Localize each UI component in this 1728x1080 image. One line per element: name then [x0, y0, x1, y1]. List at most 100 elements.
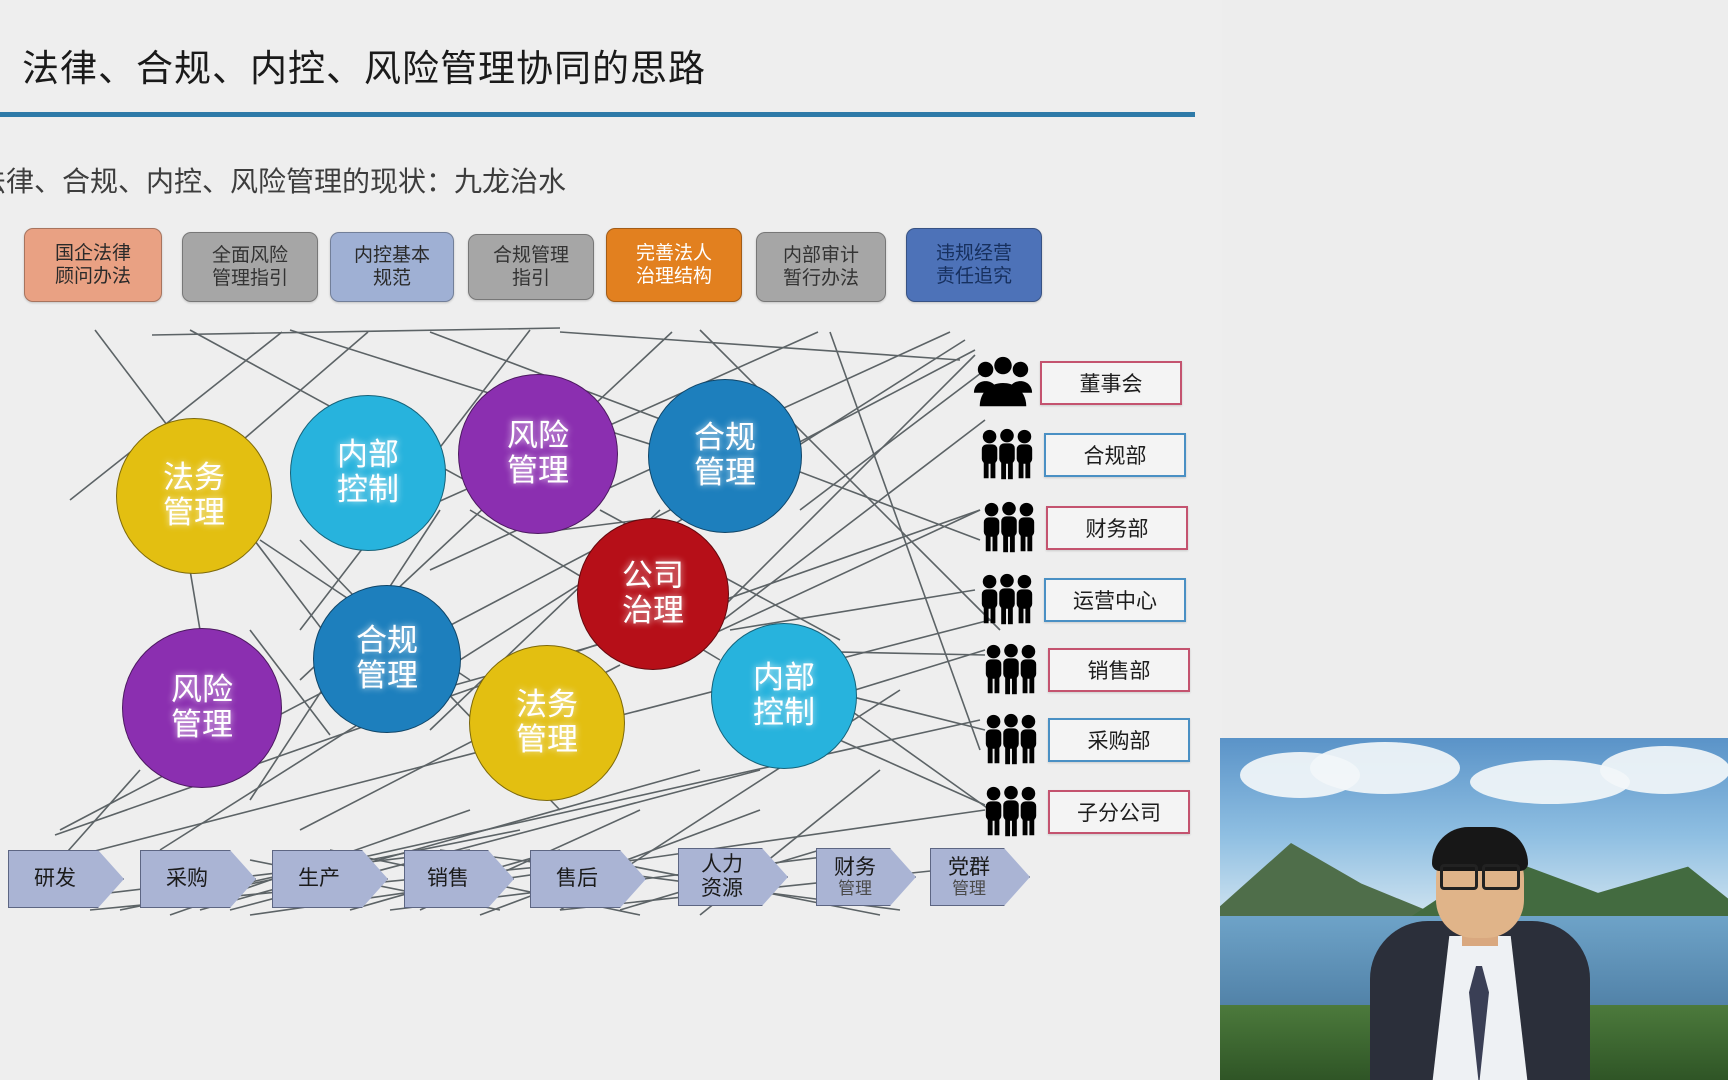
department-tag[interactable]: 财务部 [1046, 506, 1188, 550]
department-row[interactable]: 采购部 [980, 710, 1190, 770]
section-subtitle: 法律、合规、内控、风险管理的现状：九龙治水 [0, 166, 567, 197]
regulation-chip[interactable]: 完善法人 治理结构 [606, 228, 742, 302]
process-chevron[interactable]: 售后 [530, 850, 646, 908]
domain-bubble-risk-top[interactable]: 风险 管理 [458, 374, 618, 534]
regulation-chip-line1: 违规经营 [935, 242, 1012, 264]
department-row[interactable]: 运营中心 [976, 570, 1186, 630]
bubble-line1: 内部 [753, 660, 815, 696]
bubble-line2: 治理 [622, 593, 684, 628]
domain-bubble-compliance-bottom[interactable]: 合规 管理 [313, 585, 461, 733]
department-tag[interactable]: 子分公司 [1048, 790, 1190, 834]
department-row[interactable]: 财务部 [978, 498, 1188, 558]
bubble-line1: 公司 [622, 558, 684, 594]
bubble-line2: 控制 [337, 472, 399, 507]
regulation-chip-line1: 全面风险 [211, 244, 288, 266]
regulation-chip-line2: 暂行办法 [782, 268, 859, 289]
regulation-chip[interactable]: 全面风险 管理指引 [182, 232, 318, 302]
process-label-line1: 人力 [701, 853, 743, 877]
people-group-icon [985, 785, 1037, 837]
people-group-icon [983, 501, 1035, 553]
process-label-line1: 研发 [34, 867, 76, 891]
bubble-line2: 管理 [516, 722, 578, 757]
department-tag[interactable]: 董事会 [1040, 361, 1182, 405]
regulation-chip[interactable]: 合规管理 指引 [468, 234, 594, 300]
department-row[interactable]: 子分公司 [980, 782, 1190, 842]
bubble-line1: 法务 [516, 687, 578, 723]
presenter-glasses-right [1482, 864, 1520, 890]
regulation-chip-line2: 治理结构 [635, 266, 712, 287]
regulation-chip-line1: 国企法律 [54, 242, 131, 264]
process-label-line2: 管理 [952, 879, 986, 899]
presenter-hair [1432, 827, 1528, 871]
process-label-line1: 生产 [298, 867, 340, 891]
regulation-chip-line2: 规范 [372, 268, 411, 289]
regulation-chip-line2: 顾问办法 [54, 266, 131, 287]
department-label: 董事会 [1079, 373, 1143, 396]
process-chevron[interactable]: 采购 [140, 850, 256, 908]
bubble-line1: 内部 [337, 437, 399, 473]
process-chevron[interactable]: 生产 [272, 850, 388, 908]
department-label: 合规部 [1083, 445, 1147, 468]
process-label-line1: 财务 [834, 855, 876, 879]
process-label-line1: 采购 [166, 867, 208, 891]
department-row[interactable]: 销售部 [980, 640, 1190, 700]
domain-bubble-risk-bottom[interactable]: 风险 管理 [122, 628, 282, 788]
presentation-slide: 、法律、合规、内控、风险管理协同的思路 法律、合规、内控、风险管理的现状：九龙治… [0, 48, 1222, 980]
department-label: 财务部 [1085, 518, 1149, 541]
department-tag[interactable]: 销售部 [1048, 648, 1190, 692]
regulation-chip-line1: 内控基本 [353, 244, 430, 266]
domain-bubble-compliance-top[interactable]: 合规 管理 [648, 379, 802, 533]
title-underline-rule [0, 112, 1195, 117]
bubble-line1: 风险 [171, 672, 233, 708]
people-group-icon [985, 643, 1037, 695]
diagram-canvas: 国企法律 顾问办法 全面风险 管理指引 内控基本 规范 合规管理 指引 完善法人… [0, 210, 1222, 980]
regulation-chip[interactable]: 违规经营 责任追究 [906, 228, 1042, 302]
process-chevron[interactable]: 销售 [404, 850, 514, 908]
department-row[interactable]: 合规部 [976, 425, 1186, 485]
process-label-line1: 党群 [948, 855, 990, 879]
page-title: 、法律、合规、内控、风险管理协同的思路 [0, 48, 706, 89]
domain-bubble-legal-left[interactable]: 法务 管理 [116, 418, 272, 574]
process-chevron[interactable]: 研发 [8, 850, 124, 908]
process-label-line1: 销售 [427, 867, 469, 891]
bubble-line2: 管理 [163, 495, 225, 530]
process-label-line2: 资源 [701, 877, 743, 900]
bubble-line2: 管理 [694, 455, 756, 490]
domain-bubble-legal-bottom[interactable]: 法务 管理 [469, 645, 625, 801]
regulation-chip-line2: 指引 [511, 268, 550, 289]
department-label: 销售部 [1087, 660, 1151, 683]
regulation-chip-line1: 完善法人 [635, 242, 712, 264]
department-tag[interactable]: 合规部 [1044, 433, 1186, 477]
process-label-line2: 管理 [838, 879, 872, 899]
bubble-line2: 管理 [356, 658, 418, 693]
video-cloud [1310, 742, 1460, 794]
department-label: 采购部 [1087, 730, 1151, 753]
process-chevron[interactable]: 人力 资源 [678, 848, 788, 906]
bubble-line2: 管理 [507, 453, 569, 488]
bubble-line1: 风险 [507, 418, 569, 454]
regulation-chip-line1: 合规管理 [492, 244, 569, 266]
process-label-line1: 售后 [556, 867, 598, 891]
people-group-icon [981, 573, 1033, 625]
regulation-chip[interactable]: 内部审计 暂行办法 [756, 232, 886, 302]
regulation-chip-line2: 管理指引 [211, 268, 288, 289]
department-tag[interactable]: 运营中心 [1044, 578, 1186, 622]
department-tag[interactable]: 采购部 [1048, 718, 1190, 762]
regulation-chip[interactable]: 内控基本 规范 [330, 232, 454, 302]
department-row[interactable]: 董事会 [972, 353, 1182, 413]
presenter-figure [1370, 827, 1590, 1080]
people-group-icon [985, 713, 1037, 765]
people-group-icon [981, 428, 1033, 480]
bubble-line1: 法务 [163, 460, 225, 496]
presenter-video-overlay[interactable] [1220, 738, 1728, 1080]
bubble-line2: 控制 [753, 695, 815, 730]
domain-bubble-internal-control-top[interactable]: 内部 控制 [290, 395, 446, 551]
department-label: 子分公司 [1077, 802, 1161, 825]
bubble-line1: 合规 [694, 420, 756, 456]
department-label: 运营中心 [1073, 590, 1157, 613]
regulation-chip-line1: 内部审计 [782, 244, 859, 266]
regulation-chip[interactable]: 国企法律 顾问办法 [24, 228, 162, 302]
domain-bubble-internal-control-bottom[interactable]: 内部 控制 [711, 623, 857, 769]
domain-bubble-corporate-governance[interactable]: 公司 治理 [577, 518, 729, 670]
presenter-glasses-left [1440, 864, 1478, 890]
